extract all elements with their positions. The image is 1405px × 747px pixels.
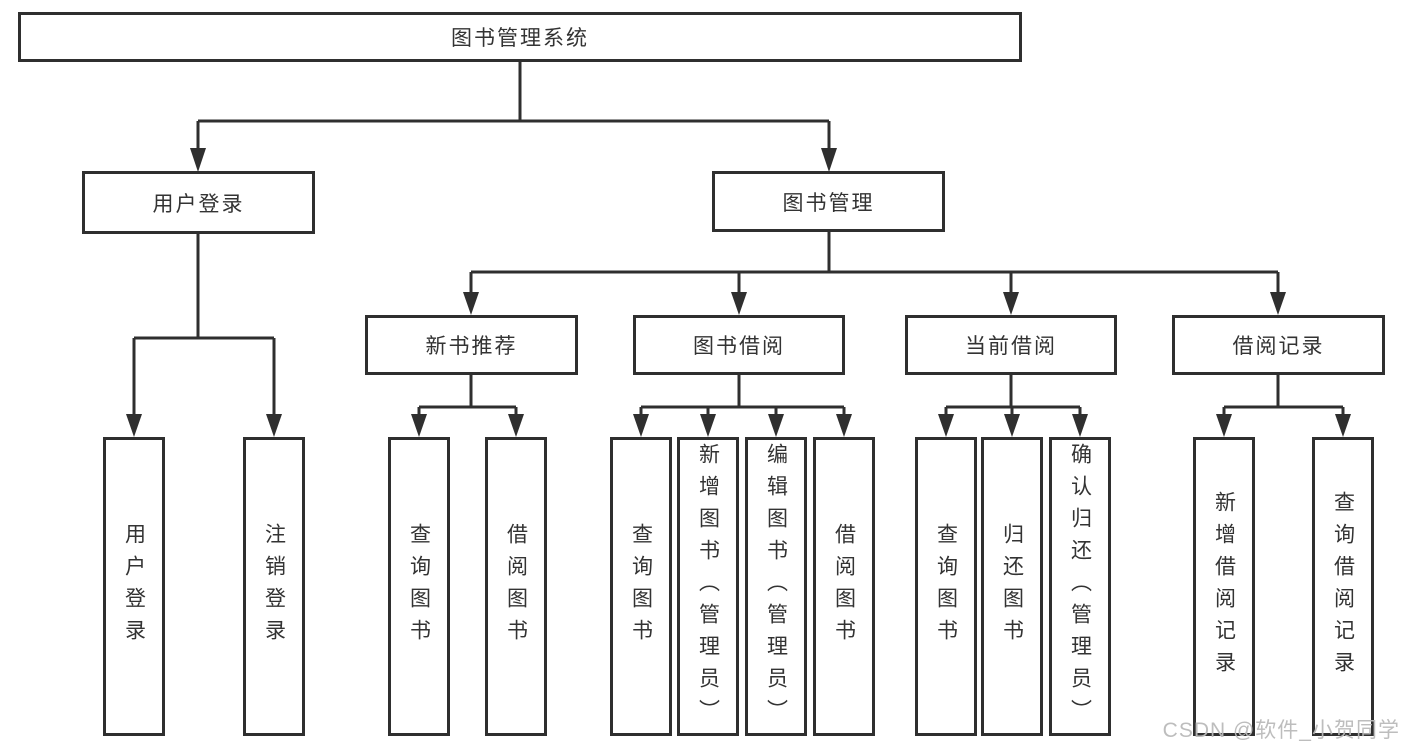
node-book-management: 图书管理 <box>712 171 945 232</box>
leaf-nbr-borrow-books: 借阅图书 <box>485 437 547 736</box>
node-borrow-records: 借阅记录 <box>1172 315 1385 375</box>
leaf-bb-borrow-books: 借阅图书 <box>813 437 875 736</box>
leaf-bb-edit-books-admin-label: 编辑图书（管理员） <box>764 442 788 731</box>
node-user-login-branch-label: 用户登录 <box>152 192 245 216</box>
node-book-borrow: 图书借阅 <box>633 315 845 375</box>
leaf-bb-query-books: 查询图书 <box>610 437 672 736</box>
leaf-cb-query-books-label: 查询图书 <box>934 522 958 651</box>
node-current-borrow-label: 当前借阅 <box>965 335 1057 358</box>
leaf-br-add-record: 新增借阅记录 <box>1193 437 1255 736</box>
leaf-user-login: 用户登录 <box>103 437 165 736</box>
node-new-book-recommend-label: 新书推荐 <box>425 335 518 358</box>
node-book-management-label: 图书管理 <box>782 191 875 215</box>
node-book-borrow-label: 图书借阅 <box>693 335 785 358</box>
leaf-nbr-borrow-books-label: 借阅图书 <box>504 522 528 651</box>
leaf-br-query-record: 查询借阅记录 <box>1312 437 1374 736</box>
leaf-bb-add-books-admin-label: 新增图书（管理员） <box>696 442 720 731</box>
leaf-br-add-record-label: 新增借阅记录 <box>1212 490 1236 683</box>
leaf-bb-query-books-label: 查询图书 <box>629 522 653 651</box>
node-root-label: 图书管理系统 <box>451 27 589 50</box>
node-current-borrow: 当前借阅 <box>905 315 1117 375</box>
leaf-bb-borrow-books-label: 借阅图书 <box>832 522 856 651</box>
arrowheads <box>126 148 1351 437</box>
leaf-br-query-record-label: 查询借阅记录 <box>1331 490 1355 683</box>
csdn-watermark: CSDN @软件_小贺同学 <box>1162 719 1400 742</box>
node-user-login-branch: 用户登录 <box>82 171 315 234</box>
leaf-nbr-query-books: 查询图书 <box>388 437 450 736</box>
node-borrow-records-label: 借阅记录 <box>1232 335 1325 358</box>
leaf-nbr-query-books-label: 查询图书 <box>407 522 431 651</box>
leaf-cb-confirm-return-admin: 确认归还（管理员） <box>1049 437 1111 736</box>
leaf-bb-edit-books-admin: 编辑图书（管理员） <box>745 437 807 736</box>
leaf-cb-return-books-label: 归还图书 <box>1000 522 1024 651</box>
leaf-logout: 注销登录 <box>243 437 305 736</box>
leaf-bb-add-books-admin: 新增图书（管理员） <box>677 437 739 736</box>
leaf-cb-return-books: 归还图书 <box>981 437 1043 736</box>
leaf-user-login-label: 用户登录 <box>122 522 146 651</box>
node-root: 图书管理系统 <box>18 12 1022 62</box>
leaf-cb-query-books: 查询图书 <box>915 437 977 736</box>
leaf-logout-label: 注销登录 <box>262 522 286 651</box>
leaf-cb-confirm-return-admin-label: 确认归还（管理员） <box>1068 442 1092 731</box>
node-new-book-recommend: 新书推荐 <box>365 315 578 375</box>
